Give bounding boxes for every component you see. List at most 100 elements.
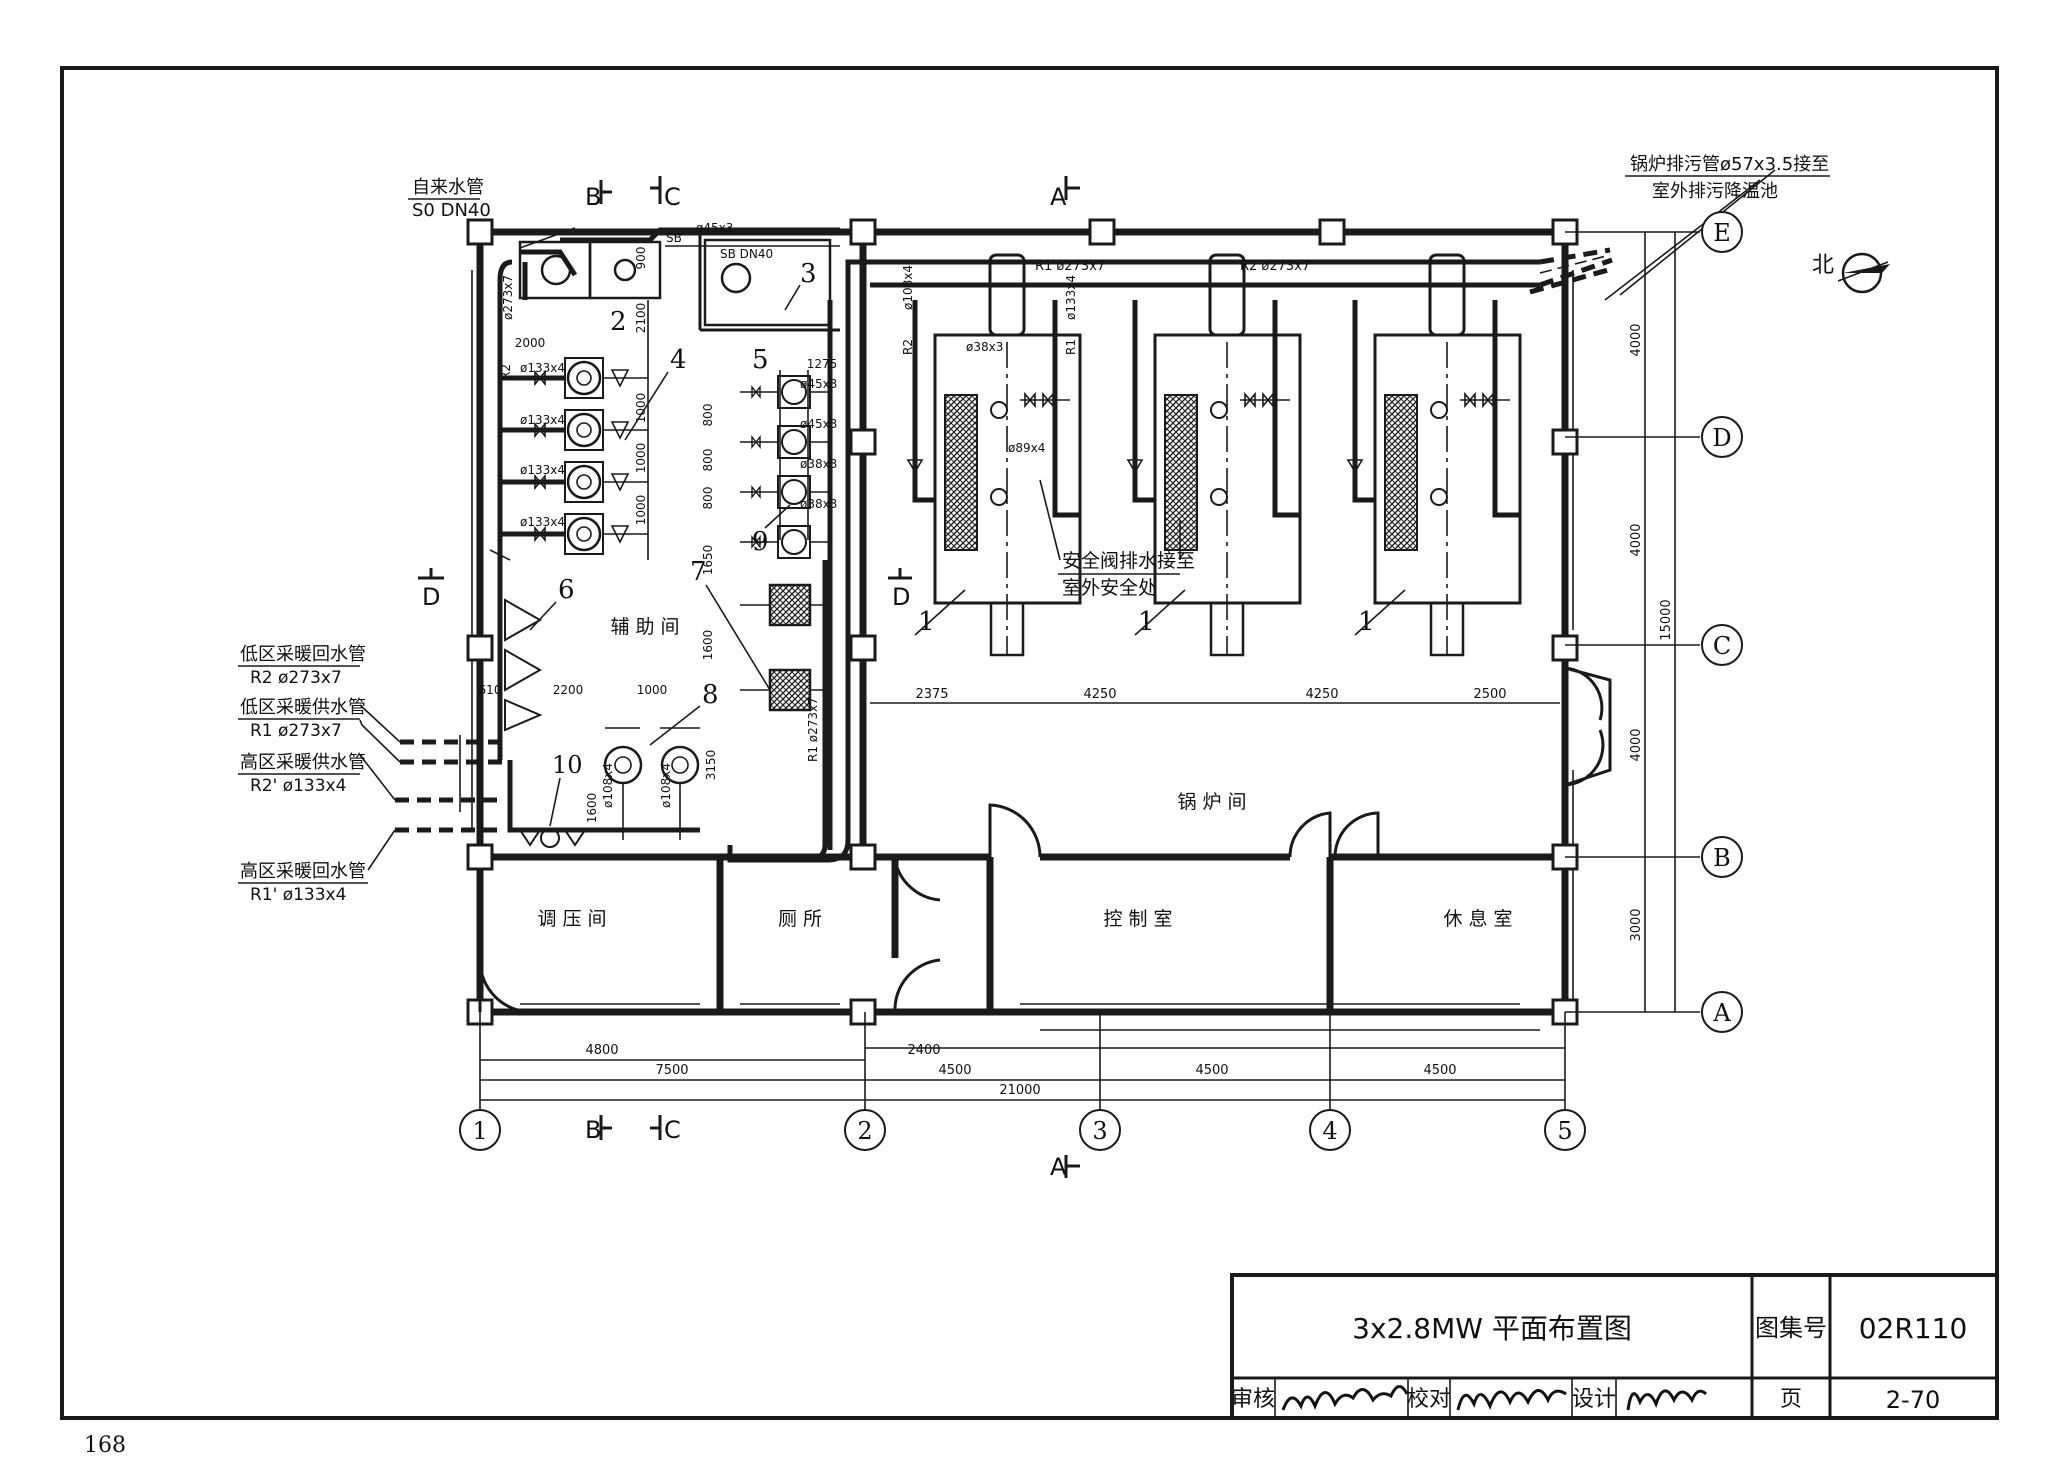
- label-d133-1: ø133x4: [520, 361, 565, 375]
- notes: 自来水管 S0 DN40 锅炉排污管ø57x3.5接至 室外排污降温池 安全阀排…: [238, 154, 1830, 905]
- atlas-number: 02R110: [1859, 1312, 1968, 1345]
- boiler-valve: [1126, 459, 1144, 474]
- label-r1-vert: R1 ø273x7: [806, 697, 820, 762]
- room-boiler: 锅 炉 间: [1177, 791, 1246, 813]
- note-high-return-1: 高区采暖回水管: [240, 861, 366, 882]
- label-d38-2: ø38x3: [800, 497, 837, 511]
- boiler-valve: [1244, 391, 1256, 409]
- dim-1600b: 1600: [585, 793, 599, 824]
- dim-right-4000b: 4000: [1629, 523, 1644, 556]
- small-pump-casing: [781, 379, 807, 405]
- small-pump-unit: [740, 375, 830, 409]
- label-d133-4: ø133x4: [520, 515, 565, 529]
- grid-bubble: [844, 1109, 886, 1151]
- page-value: 2-70: [1886, 1386, 1940, 1414]
- label-b-r1: R1: [1064, 339, 1078, 355]
- note-blowdown-2: 室外排污降温池: [1652, 181, 1778, 202]
- label-b-38: ø38x3: [966, 340, 1003, 354]
- dim-4500b: 4500: [1195, 1063, 1228, 1078]
- equip-num-1c: 1: [1358, 607, 1375, 637]
- label-b-133: ø133x4: [1064, 275, 1078, 320]
- pump-check-valve: [610, 525, 630, 544]
- boiler-burner: [944, 394, 978, 551]
- pump-frame: [564, 461, 604, 503]
- section-d-mid: D: [892, 583, 910, 611]
- boiler-pipe: [1352, 300, 1520, 518]
- equipment-numbers: 1 1 1 2 3 4 5 6 7 8 9 10: [529, 259, 1406, 827]
- dim-610: 610: [479, 683, 502, 697]
- grid-bubble: [1544, 1109, 1586, 1151]
- small-pump-unit: [740, 525, 830, 559]
- door-boiler-control: [988, 803, 1042, 858]
- boilers: [906, 253, 1522, 657]
- pump-valve: [534, 369, 546, 387]
- grid-bubble: [1079, 1109, 1121, 1151]
- dim-21000: 21000: [999, 1083, 1040, 1098]
- dim-right-3000: 3000: [1629, 908, 1644, 941]
- small-pump-unit: [740, 475, 830, 509]
- boiler-base: [1429, 601, 1465, 657]
- section-a-top: A: [1050, 183, 1067, 211]
- dim-2375: 2375: [915, 687, 948, 702]
- pump-unit: [500, 513, 648, 555]
- dim-4800: 4800: [585, 1043, 618, 1058]
- dim-1275: 1275: [807, 357, 838, 371]
- equip-num-9: 9: [752, 527, 769, 557]
- note-high-supply-2: R2' ø133x4: [250, 776, 346, 796]
- equip-num-3: 3: [800, 259, 817, 289]
- dim-2400: 2400: [907, 1043, 940, 1058]
- boiler-flue: [988, 253, 1026, 337]
- room-pressure: 调 压 间: [537, 908, 606, 930]
- note-low-return-1: 低区采暖回水管: [240, 644, 366, 665]
- dim-1000a: 1000: [634, 393, 648, 424]
- equip-num-6: 6: [558, 575, 575, 605]
- small-pump-valve: [751, 385, 761, 399]
- equip-num-10: 10: [552, 751, 583, 779]
- dim-800c: 800: [701, 487, 715, 510]
- note-blowdown-1: 锅炉排污管ø57x3.5接至: [1630, 154, 1829, 175]
- pump-frame: [564, 409, 604, 451]
- pump-unit: [500, 461, 648, 503]
- signature-designer: [1626, 1389, 1708, 1411]
- small-pump-casing: [781, 479, 807, 505]
- dim-3150: 3150: [704, 750, 718, 781]
- note-high-return-2: R1' ø133x4: [250, 885, 346, 905]
- label-r2-main: R2 ø273x7: [1240, 259, 1310, 274]
- note-safety-1: 安全阀排水接至: [1062, 550, 1195, 572]
- pipe-labels: SB ø45x3 SB DN40 R1 ø273x7 R2 ø273x7 R2 …: [499, 221, 1310, 808]
- door-rest: [1333, 811, 1380, 858]
- label-sb-dn40: SB DN40: [720, 247, 773, 261]
- grid-label: 2: [857, 1117, 872, 1145]
- grid-label: B: [1713, 844, 1731, 872]
- small-pump-casing: [781, 429, 807, 455]
- grid-bubble: [459, 1109, 501, 1151]
- boiler-flue: [1208, 253, 1246, 337]
- dim-right-4000a: 4000: [1629, 323, 1644, 356]
- pump-casing: [566, 516, 602, 552]
- building-walls: [466, 218, 1612, 1026]
- dimension-lines: [480, 232, 1676, 1101]
- dim-900: 900: [634, 247, 648, 270]
- dim-1000b: 1000: [634, 443, 648, 474]
- dim-right-4000c: 4000: [1629, 728, 1644, 761]
- equip-num-7: 7: [690, 557, 707, 587]
- dim-2100: 2100: [634, 303, 648, 334]
- small-pump-valve: [751, 485, 761, 499]
- room-toilet: 厕 所: [778, 908, 822, 930]
- atlas-label: 图集号: [1755, 1314, 1827, 1342]
- label-d133-2: ø133x4: [520, 413, 565, 427]
- dim-4250a: 4250: [1083, 687, 1116, 702]
- dimension-text: 4800 2400 7500 4500 4500 4500 21000 4000…: [479, 247, 1674, 1098]
- boiler-valve: [906, 459, 924, 474]
- pump-casing: [566, 360, 602, 396]
- boiler-gauge: [1430, 401, 1448, 419]
- boiler-valve: [1346, 459, 1364, 474]
- boiler-gauge: [990, 488, 1008, 506]
- room-rest: 休 息 室: [1443, 908, 1512, 930]
- pump-impeller: [576, 474, 592, 490]
- pump-impeller: [576, 370, 592, 386]
- dim-2000: 2000: [515, 336, 546, 350]
- design-label: 设计: [1572, 1387, 1616, 1412]
- aux-equipment: [489, 227, 840, 863]
